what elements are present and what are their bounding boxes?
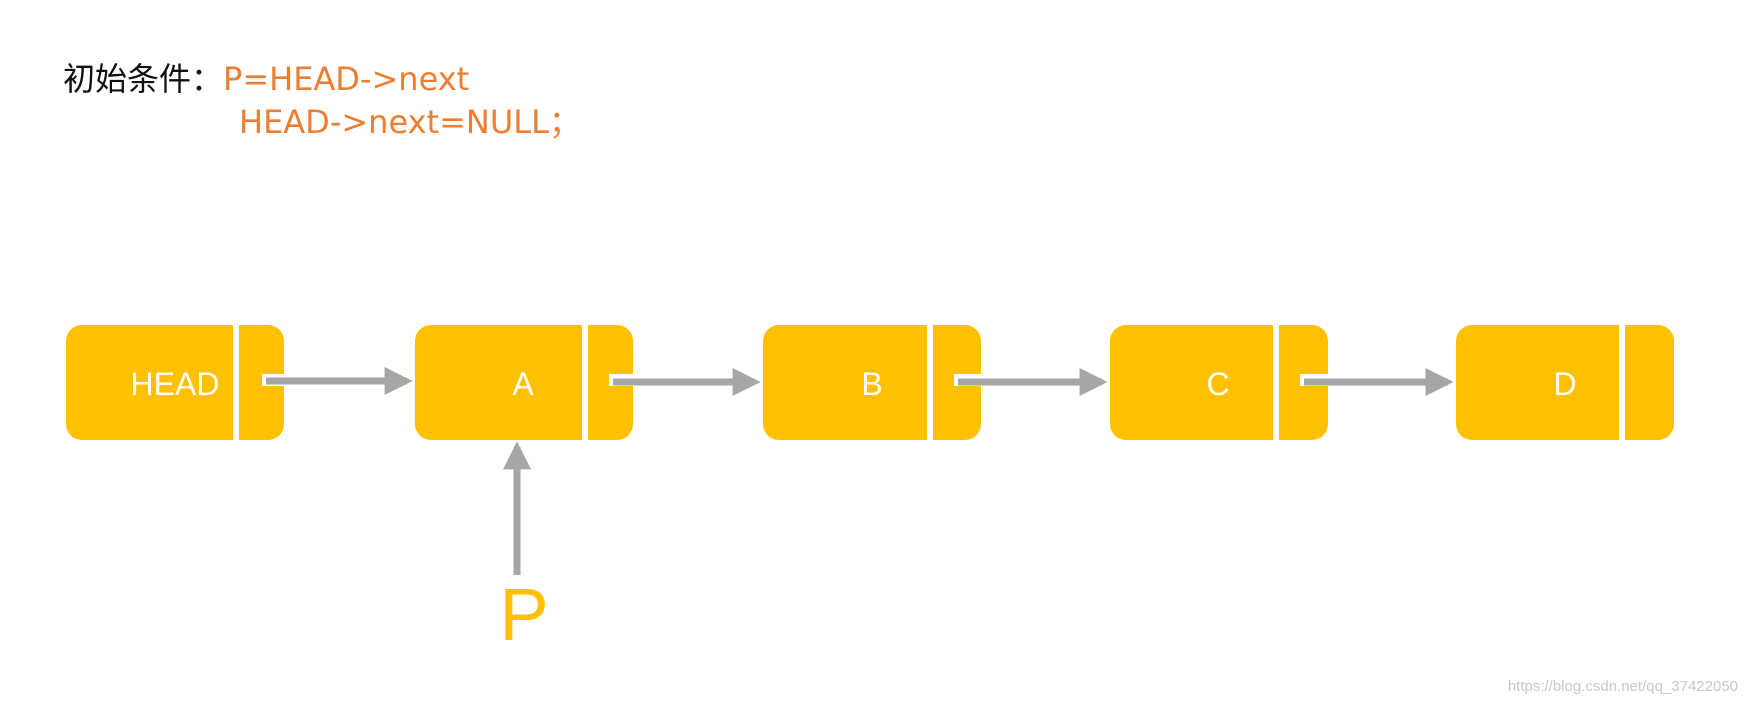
node-c-divider [1273, 325, 1279, 440]
next-arrow-a-to-b [609, 368, 761, 396]
condition-label: 初始条件： [63, 60, 224, 98]
node-b-divider [927, 325, 933, 440]
watermark: https://blog.csdn.net/qq_37422050 [1507, 678, 1738, 695]
node-b-label: B [861, 366, 882, 402]
node-head-body [66, 325, 284, 440]
node-b-body [763, 325, 981, 440]
node-a-label: A [512, 366, 534, 402]
list-node-c: C [1110, 325, 1328, 440]
node-head-divider [233, 325, 239, 440]
next-arrow-head-to-a [262, 367, 413, 395]
pointer-p: P [499, 441, 549, 656]
node-head-label: HEAD [131, 366, 220, 402]
node-d-label: D [1553, 366, 1576, 402]
next-arrow-c-to-d [1300, 368, 1454, 396]
list-node-b: B [763, 325, 981, 440]
node-a-divider [582, 325, 588, 440]
initial-condition: 初始条件：P=HEAD->next HEAD->next=NULL； [63, 58, 581, 141]
condition-line-1: P=HEAD->next [223, 60, 470, 98]
next-arrow-b-to-c [954, 368, 1108, 396]
list-node-head: HEAD [66, 325, 284, 440]
node-c-label: C [1206, 366, 1229, 402]
list-node-a: A [415, 325, 633, 440]
node-d-divider [1619, 325, 1625, 440]
node-a-body [415, 325, 633, 440]
list-node-d: D [1456, 325, 1674, 440]
pointer-p-label: P [499, 573, 548, 656]
condition-line-2: HEAD->next=NULL； [239, 103, 581, 141]
